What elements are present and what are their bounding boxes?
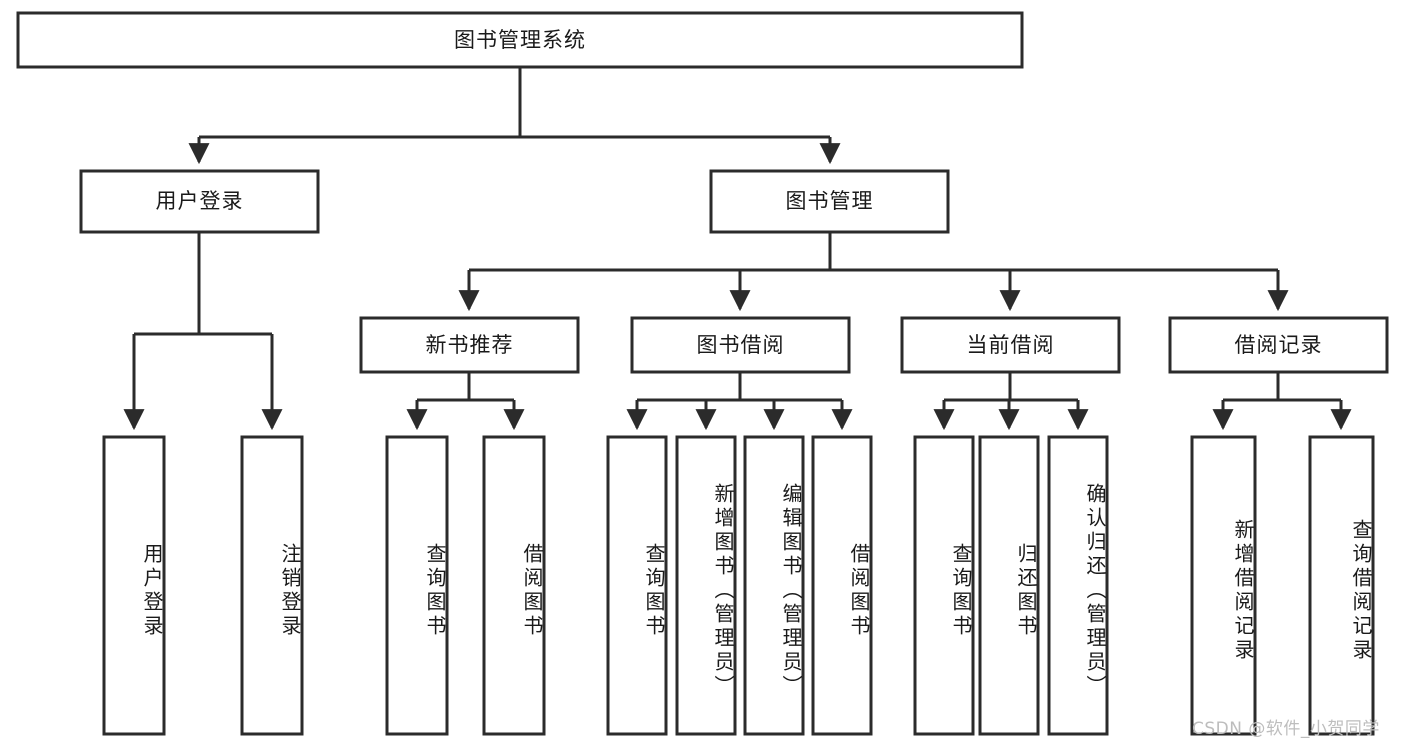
leaf-edit-book-admin[interactable]: 编辑图书（管理员） <box>745 437 803 734</box>
node-label-text: 用户登录 <box>140 542 164 639</box>
leaf-user-login[interactable]: 用户登录 <box>104 437 164 734</box>
leaf-query-books-recommend[interactable]: 查询图书 <box>387 437 447 734</box>
node-book-borrow[interactable]: 图书借阅 <box>632 318 849 372</box>
node-label-text: 图书借阅 <box>696 332 785 357</box>
node-label-text: 归还图书 <box>1014 542 1038 639</box>
leaf-borrow-books[interactable]: 借阅图书 <box>813 437 871 734</box>
node-label-text: 查询图书 <box>423 542 447 639</box>
csdn-watermark: CSDN @软件_小贺同学 <box>1192 719 1380 739</box>
node-label-text: 新增图书（管理员） <box>711 482 735 699</box>
node-label-text: 图书管理 <box>785 189 874 214</box>
node-label-text: 新增借阅记录 <box>1231 518 1255 663</box>
node-label-text: 当前借阅 <box>966 332 1055 357</box>
node-label-text: 查询图书 <box>642 542 666 639</box>
node-label-text: 查询借阅记录 <box>1349 518 1373 663</box>
node-new-book-recommendation[interactable]: 新书推荐 <box>361 318 578 372</box>
leaf-add-borrow-record[interactable]: 新增借阅记录 <box>1192 437 1255 734</box>
node-label-text: 借阅图书 <box>520 542 544 639</box>
node-user-login[interactable]: 用户登录 <box>81 171 318 232</box>
node-label-text: 新书推荐 <box>425 332 514 357</box>
node-label-text: 用户登录 <box>155 189 244 214</box>
leaf-logout[interactable]: 注销登录 <box>242 437 302 734</box>
node-root-library-management-system[interactable]: 图书管理系统 <box>18 13 1022 67</box>
leaf-query-books-current[interactable]: 查询图书 <box>915 437 973 734</box>
leaf-query-books-borrow[interactable]: 查询图书 <box>608 437 666 734</box>
node-label-text: 查询图书 <box>949 542 973 639</box>
node-label-text: 编辑图书（管理员） <box>779 482 803 699</box>
node-book-management[interactable]: 图书管理 <box>711 171 948 232</box>
node-label-text: 注销登录 <box>278 542 302 639</box>
node-borrow-records[interactable]: 借阅记录 <box>1170 318 1387 372</box>
node-label-text: 确认归还（管理员） <box>1083 482 1107 699</box>
leaf-borrow-books-recommend[interactable]: 借阅图书 <box>484 437 544 734</box>
leaf-return-books[interactable]: 归还图书 <box>980 437 1038 734</box>
node-label-text: 借阅图书 <box>847 542 871 639</box>
node-label-text: 图书管理系统 <box>454 27 586 52</box>
leaf-add-book-admin[interactable]: 新增图书（管理员） <box>677 437 735 734</box>
node-label-text: 借阅记录 <box>1234 332 1323 357</box>
leaf-query-borrow-record[interactable]: 查询借阅记录 <box>1310 437 1373 734</box>
leaf-confirm-return-admin[interactable]: 确认归还（管理员） <box>1049 437 1107 734</box>
node-current-borrow[interactable]: 当前借阅 <box>902 318 1119 372</box>
